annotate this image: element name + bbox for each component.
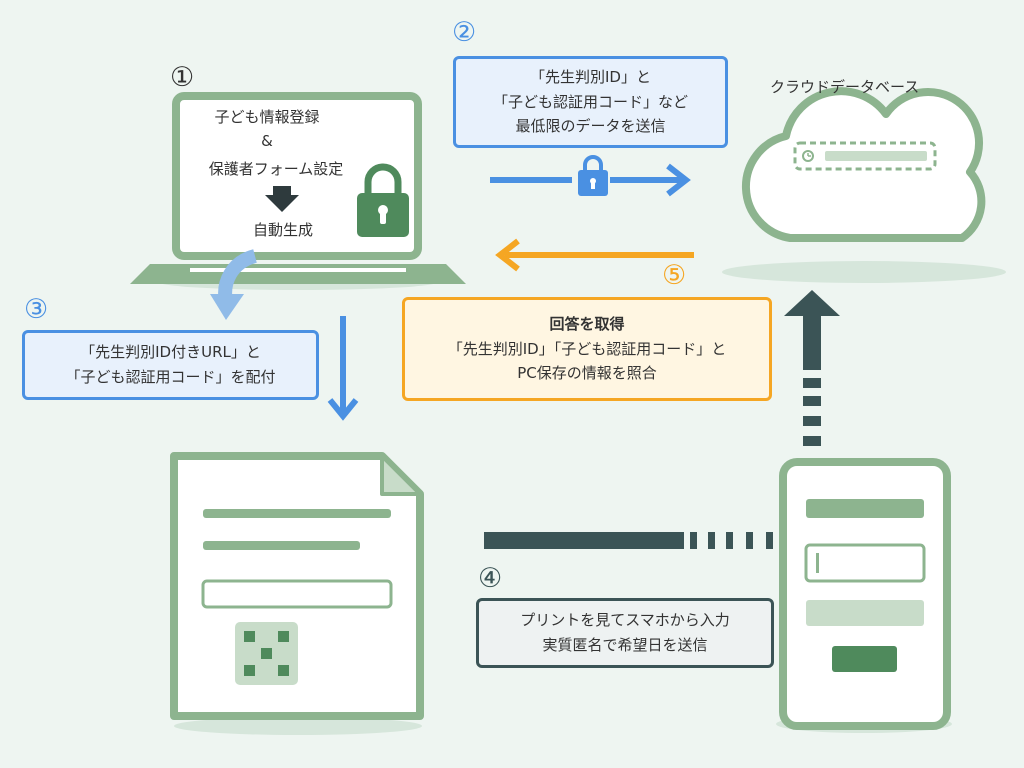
step4-box: プリントを見てスマホから入力 実質匿名で希望日を送信 xyxy=(476,598,774,668)
distribute-curved-arrow xyxy=(210,249,258,320)
step-number-1: ① xyxy=(170,62,195,93)
distribute-down-arrow xyxy=(327,316,359,421)
laptop-text-register: 子ども情報登録 xyxy=(214,108,320,126)
input-connector-dark xyxy=(484,524,802,549)
printed-form-document xyxy=(170,452,424,735)
step-number-2: ② xyxy=(452,17,477,48)
step4-line1: プリントを見てスマホから入力 xyxy=(520,611,730,630)
step5-title: 回答を取得 xyxy=(549,314,625,333)
step2-box: 「先生判別ID」と 「子ども認証用コード」など 最低限のデータを送信 xyxy=(453,56,728,148)
step4-line2: 実質匿名で希望日を送信 xyxy=(542,636,708,654)
step3-line1: 「先生判別ID付きURL」と xyxy=(80,343,261,362)
step-number-4: ④ xyxy=(478,563,503,594)
qr-code-icon xyxy=(235,622,298,685)
lock-icon xyxy=(357,163,409,237)
step5-line2: PC保存の情報を照合 xyxy=(517,364,657,383)
retrieve-arrow-orange xyxy=(495,238,694,272)
cloud-database-label: クラウドデータベース xyxy=(770,78,920,96)
smartphone-illustration xyxy=(776,458,952,733)
small-lock-icon xyxy=(578,155,608,196)
step3-line2: 「子ども認証用コード」を配付 xyxy=(65,368,276,386)
step5-box: 回答を取得 「先生判別ID」「子ども認証用コード」と PC保存の情報を照合 xyxy=(402,297,772,401)
step2-line2: 「子ども認証用コード」など xyxy=(492,92,688,111)
laptop-text-auto-generate: 自動生成 xyxy=(252,221,313,239)
send-up-arrow-dark xyxy=(784,290,840,486)
laptop-text-ampersand: & xyxy=(261,132,273,150)
generate-down-arrow-icon xyxy=(265,186,299,212)
step-number-3: ③ xyxy=(24,294,49,325)
step5-line1: 「先生判別ID」「子ども認証用コード」と xyxy=(447,339,727,358)
cloud-database-illustration xyxy=(722,87,1006,283)
step3-box: 「先生判別ID付きURL」と 「子ども認証用コード」を配付 xyxy=(22,330,319,400)
step2-line1: 「先生判別ID」と xyxy=(530,67,651,86)
step-number-5: ⑤ xyxy=(662,260,687,291)
laptop-text-form-settings: 保護者フォーム設定 xyxy=(208,160,344,178)
step2-line3: 最低限のデータを送信 xyxy=(515,117,666,136)
